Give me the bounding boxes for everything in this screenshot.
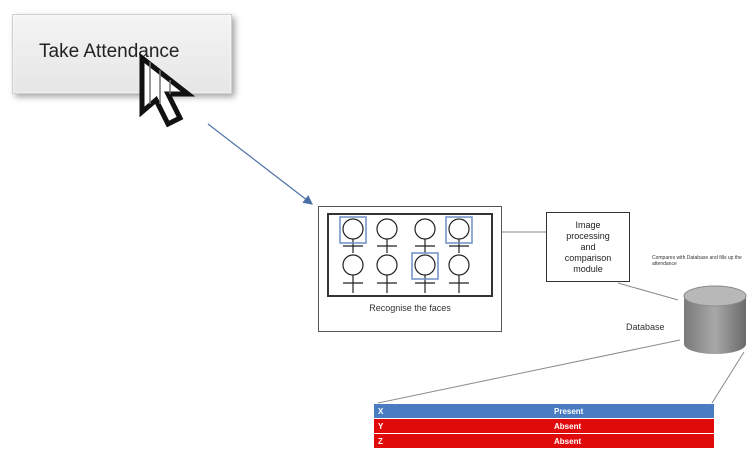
line-module-to-database	[617, 282, 679, 301]
recognise-faces-panel: Recognise the faces	[318, 206, 502, 332]
module-label-line: and	[580, 241, 596, 252]
face-icon	[342, 254, 364, 293]
face-icon	[448, 218, 470, 253]
faces-grid	[327, 213, 493, 297]
take-attendance-button[interactable]: Take Attendance	[12, 14, 232, 94]
database-label: Database	[626, 322, 665, 332]
student-name-cell: Z	[374, 433, 550, 449]
database-cylinder-icon	[683, 285, 747, 354]
attendance-status-cell: Present	[550, 404, 714, 419]
attendance-table: X Present Y Absent Z Absent	[374, 404, 714, 449]
face-icon	[376, 254, 398, 293]
face-detection-box	[411, 252, 439, 280]
table-row: Y Absent	[374, 418, 714, 434]
attendance-status-cell: Absent	[550, 433, 714, 449]
module-label-line: processing	[566, 230, 610, 241]
image-processing-module: Image processing and comparison module	[546, 212, 630, 282]
attendance-status-cell: Absent	[550, 418, 714, 434]
module-label-line: Image	[575, 219, 601, 230]
face-icon	[414, 218, 436, 253]
line-database-to-table-left	[377, 339, 681, 404]
face-icon	[414, 254, 436, 293]
module-label-line: module	[573, 263, 603, 274]
student-name-cell: Y	[374, 418, 550, 434]
compare-note: Compares with Database and fills up the …	[652, 255, 742, 267]
face-icon	[448, 254, 470, 293]
face-detection-box	[445, 216, 473, 244]
faces-figures	[339, 216, 473, 293]
mouse-pointer-icon	[139, 54, 196, 128]
line-database-to-table-right	[711, 351, 745, 404]
student-name-cell: X	[374, 404, 550, 419]
arrow-button-to-faces	[207, 123, 313, 205]
face-icon	[342, 218, 364, 253]
module-label: Image processing and comparison module	[565, 220, 612, 275]
face-detection-box	[339, 216, 367, 244]
faces-panel-label: Recognise the faces	[369, 303, 451, 313]
face-icon	[376, 218, 398, 253]
table-row: X Present	[374, 404, 714, 419]
table-row: Z Absent	[374, 433, 714, 449]
module-label-line: comparison	[564, 252, 612, 263]
